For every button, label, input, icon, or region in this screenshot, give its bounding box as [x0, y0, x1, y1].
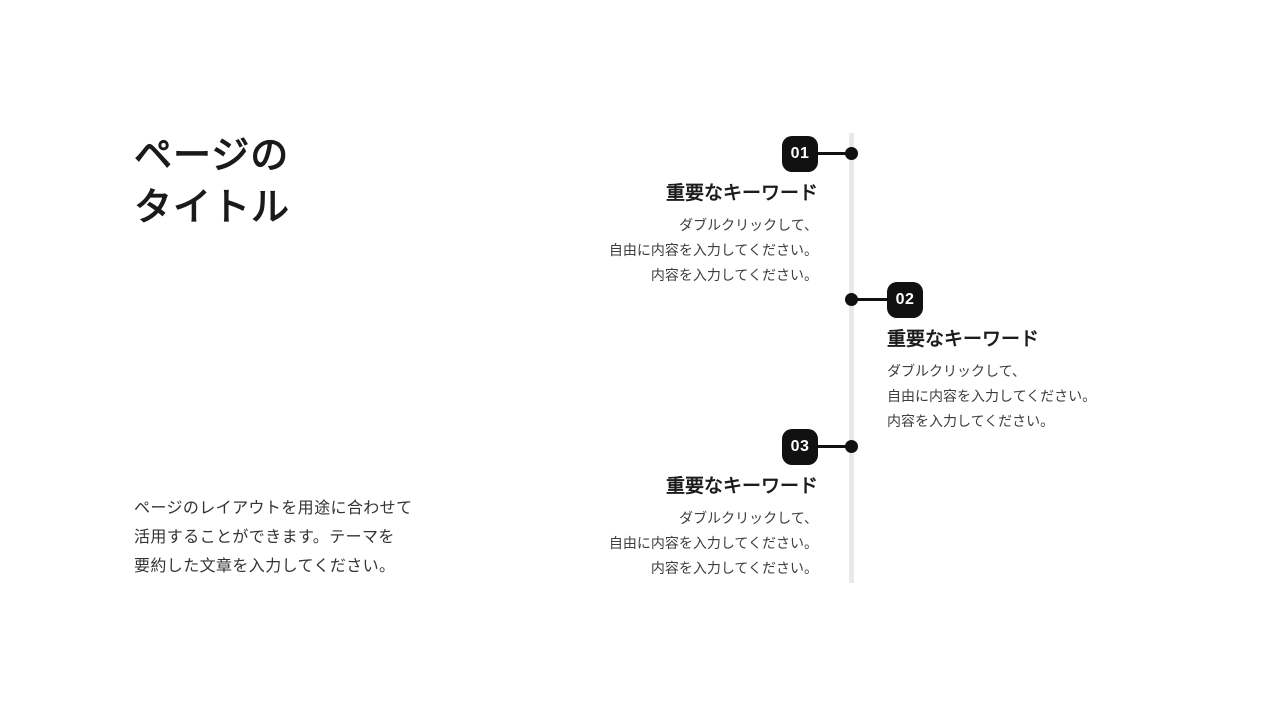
- summary-line: ページのレイアウトを用途に合わせて: [134, 500, 413, 517]
- timeline-item-02-heading: 重要なキーワード: [887, 329, 1040, 350]
- page-title-line-1: ページの: [134, 135, 290, 177]
- body-line: 内容を入力してください。: [887, 413, 1055, 429]
- body-line: ダブルクリックして、: [887, 363, 1026, 379]
- timeline-connector-02: [847, 298, 892, 301]
- timeline-badge-02: 02: [887, 282, 923, 318]
- body-line: ダブルクリックして、: [679, 217, 818, 233]
- body-line: ダブルクリックして、: [679, 510, 818, 526]
- timeline-badge-02-number: 02: [895, 291, 915, 308]
- timeline-vertical-line: [849, 133, 854, 583]
- timeline-item-01-heading: 重要なキーワード: [665, 183, 818, 204]
- timeline-item-01-content[interactable]: 重要なキーワード ダブルクリックして、 自由に内容を入力してください。 内容を入…: [609, 181, 818, 288]
- body-line: 自由に内容を入力してください。: [887, 388, 1097, 404]
- timeline-item-03-body: ダブルクリックして、 自由に内容を入力してください。 内容を入力してください。: [609, 506, 818, 581]
- body-line: 内容を入力してください。: [650, 560, 818, 576]
- timeline-badge-01: 01: [782, 136, 818, 172]
- summary-line: 要約した文章を入力してください。: [134, 558, 396, 575]
- timeline-badge-03-number: 03: [790, 438, 810, 455]
- timeline-connector-03: [810, 445, 852, 448]
- timeline-item-03-heading: 重要なキーワード: [665, 476, 818, 497]
- body-line: 内容を入力してください。: [650, 267, 818, 283]
- timeline-item-01-body: ダブルクリックして、 自由に内容を入力してください。 内容を入力してください。: [609, 213, 818, 288]
- slide-summary-text[interactable]: ページのレイアウトを用途に合わせて 活用することができます。テーマを 要約した文…: [134, 494, 412, 581]
- page-title[interactable]: ページの タイトル: [134, 130, 290, 234]
- timeline-connector-01: [810, 152, 852, 155]
- summary-line: 活用することができます。テーマを: [134, 529, 395, 546]
- timeline-badge-01-number: 01: [790, 145, 810, 162]
- body-line: 自由に内容を入力してください。: [608, 242, 818, 258]
- timeline-item-02-content[interactable]: 重要なキーワード ダブルクリックして、 自由に内容を入力してください。 内容を入…: [887, 327, 1096, 434]
- timeline-item-02-body: ダブルクリックして、 自由に内容を入力してください。 内容を入力してください。: [887, 359, 1096, 434]
- timeline-item-03-content[interactable]: 重要なキーワード ダブルクリックして、 自由に内容を入力してください。 内容を入…: [609, 474, 818, 581]
- body-line: 自由に内容を入力してください。: [608, 535, 818, 551]
- timeline-badge-03: 03: [782, 429, 818, 465]
- timeline-dot-03: [845, 440, 858, 453]
- timeline-dot-01: [845, 147, 858, 160]
- timeline-dot-02: [845, 293, 858, 306]
- page-title-line-2: タイトル: [134, 187, 291, 229]
